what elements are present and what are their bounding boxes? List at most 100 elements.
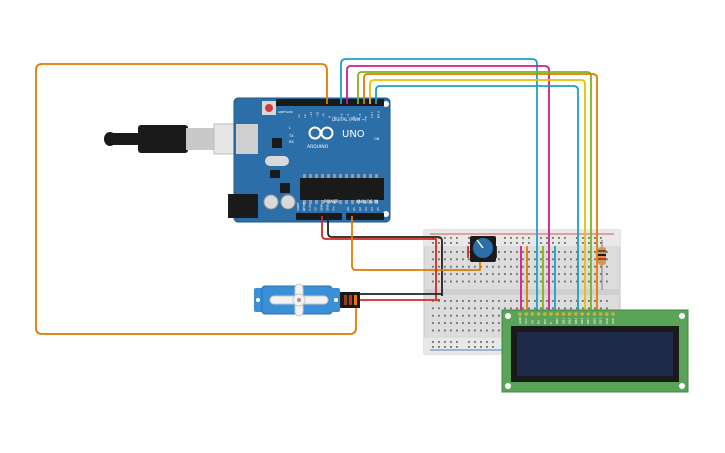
board-model: UNO [342,129,365,140]
power-header [296,213,342,220]
lcd-pin-label-12: DB6 [592,318,596,324]
lcd-pin-label-11: DB5 [586,318,590,324]
l-label: L [289,126,291,130]
wire-orange-pot [351,216,481,271]
lcd-pin-12[interactable] [592,312,597,316]
power-pin-label-0: IOREF [296,202,300,211]
lcd-pin-6[interactable] [555,312,559,316]
lcd-pin-15[interactable] [611,312,615,316]
power-jack [228,194,258,218]
power-pin-label-2: 3.3V [308,203,312,211]
wire-blue-lcd [340,58,538,312]
digital-pin-label-3: ~10 [315,112,319,118]
lcd-pin-label-9: DB3 [574,318,578,324]
wire-yellow-lcd [369,79,586,312]
servo-horn[interactable] [269,283,329,317]
wire-red-5v [321,216,430,240]
digital-pin-label-12: TX 1 [370,111,374,119]
analog-label: ANALOG IN [356,199,378,204]
power-label: POWER [324,199,339,204]
wire-blue2-lcd [375,85,579,312]
lcd-pins [518,312,615,316]
power-pin-label-4: GND [320,203,324,211]
wire-orange-servo-signal [35,63,357,335]
wire-orange-lcd [363,73,598,312]
power-pin-label-6: Vin [331,206,335,211]
arduino-uno-board[interactable]: UNO ARDUINO DIGITAL (PWM ~) POWER ANALOG… [228,97,391,223]
lcd-pin-label-3: RS [537,320,541,324]
lcd-pin-label-7: DB1 [561,318,565,324]
lcd-pin-label-5: E [549,322,553,324]
digital-pin-label-10: ~3 [358,113,362,118]
resistor[interactable] [598,240,606,290]
lcd-pin-label-13: DB7 [599,318,603,324]
wire-magenta-lcd [346,65,550,312]
lcd-screen [517,332,673,376]
lcd-pin-label-4: RW [543,319,547,324]
lcd-pin-label-0: GND [518,316,522,324]
lcd-pin-9[interactable] [574,312,578,316]
lcd-pin-2[interactable] [530,312,535,316]
analog-pin-label-0: A0 [346,207,350,211]
lcd-pin-1[interactable] [524,312,528,316]
power-pin-label-5: GND [326,203,330,211]
tx-label: TX [288,134,294,138]
lcd-pin-8[interactable] [567,312,572,316]
lcd-pin-0[interactable] [518,312,522,316]
on-label: ON [374,137,380,141]
wires [35,58,598,335]
digital-pin-label-4: ~9 [321,113,325,118]
lcd-pin-4[interactable] [543,312,547,316]
microcontroller-chip [300,178,384,200]
lcd-pin-11[interactable] [586,312,590,316]
digital-pin-label-6: 7 [334,116,338,118]
board-brand: ARDUINO [307,144,329,150]
analog-pin-label-3: A3 [364,207,368,211]
lcd-pin-5[interactable] [549,312,553,316]
usb-port [236,124,258,154]
digital-pin-label-8: ~5 [346,113,350,118]
analog-pin-label-4: A4 [370,207,374,211]
rx-label: RX [289,140,294,144]
lcd-pin-3[interactable] [536,312,541,316]
gnd-label: GND [286,110,294,114]
digital-pin-label-2: ~11 [309,112,313,118]
wire-black-gnd [327,216,443,296]
analog-pin-label-5: A5 [376,207,380,211]
digital-header [276,99,384,106]
lcd-pin-13[interactable] [598,312,603,316]
usb-cable [104,123,241,155]
analog-pin-label-1: A1 [352,207,356,211]
digital-pin-label-9: 4 [352,116,356,118]
potentiometer[interactable] [470,236,496,262]
lcd-pin-label-2: V0 [530,320,534,324]
lcd-pin-label-8: DB2 [568,318,572,324]
digital-pin-label-11: 2 [364,116,368,118]
aref-label: AREF [278,110,286,114]
lcd-pin-14[interactable] [605,312,609,316]
arduino-logo [308,126,334,140]
analog-pin-label-2: A2 [358,207,362,211]
analog-header [346,213,384,220]
digital-pin-label-1: 12 [303,114,307,118]
digital-pin-label-7: ~6 [340,113,344,118]
digital-label: DIGITAL (PWM ~) [332,117,367,122]
power-pin-label-3: 5V [314,206,318,211]
digital-pin-label-0: 13 [297,114,301,118]
digital-pin-label-13: RX 0 [376,111,380,118]
lcd-pin-7[interactable] [561,312,566,316]
lcd-pin-label-1: VCC [524,318,528,324]
lcd-pin-label-14: LED [605,317,609,324]
wire-red-rail [430,238,437,300]
servo-motor[interactable] [254,283,360,317]
lcd-pin-10[interactable] [580,312,584,316]
power-pin-label-1: RESET [302,201,306,211]
digital-pin-label-5: 8 [328,116,332,118]
lcd-pin-label-15: LED [611,317,615,324]
